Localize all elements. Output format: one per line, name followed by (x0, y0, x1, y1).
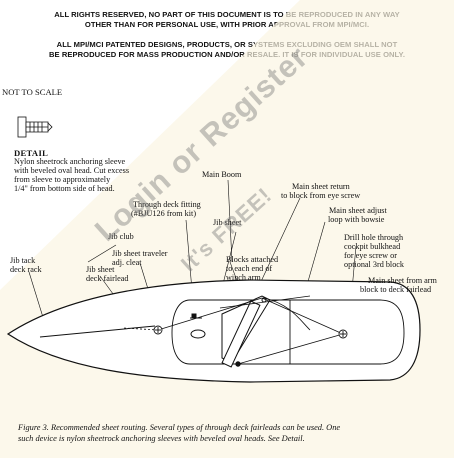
label-blocks-3: winch arm (226, 273, 261, 282)
figure-caption-line1: Figure 3. Recommended sheet routing. Sev… (18, 423, 341, 432)
label-drill-hole-2: cockpit bulkhead (344, 242, 401, 251)
label-through-deck-fitting: Through deck fitting (133, 200, 201, 209)
copyright-notice-line1: ALL RIGHTS RESERVED, NO PART OF THIS DOC… (54, 10, 400, 19)
copyright-notice-line2: OTHER THAN FOR PERSONAL USE, WITH PRIOR … (84, 20, 370, 29)
label-drill-hole-3: for eye screw or (344, 251, 397, 260)
label-drill-hole: Drill hole through (344, 233, 404, 242)
label-main-sheet-from-arm: Main sheet from arm (368, 276, 437, 285)
label-blocks: Blocks attached (226, 255, 279, 264)
anchor-sleeve-detail (17, 116, 53, 138)
label-jib-club: Jib club (108, 232, 134, 241)
label-main-sheet-from-arm-2: block to deck fairlead (360, 285, 432, 294)
label-jib-deck-fairlead-2: deck fairlead (86, 274, 129, 283)
jib-club (39, 313, 206, 339)
detail-text-line: Nylon sheetrock anchoring sleeve (14, 157, 126, 166)
label-main-sheet-adjust-2: loop with bowsie (328, 215, 385, 224)
detail-text-line: with beveled oval head. Cut excess (14, 166, 130, 175)
fairleads (153, 325, 348, 339)
label-main-sheet-return-2: to block from eye screw (281, 191, 361, 200)
label-main-sheet-return: Main sheet return (292, 182, 350, 191)
label-jib-tack-2: deck rack (10, 265, 42, 274)
label-jib-tack: Jib tack (10, 256, 36, 265)
label-blocks-2: to each end of (226, 264, 273, 273)
label-drill-hole-4: optional 3rd block (344, 260, 405, 269)
label-jib-sheet: Jib sheet (213, 218, 242, 227)
patent-notice-line1: ALL MPI/MCI PATENTED DESIGNS, PRODUCTS, … (56, 40, 398, 49)
label-jib-sheet-traveler-2: adj. cleat (112, 258, 142, 267)
patent-notice-line2: BE REPRODUCED FOR MASS PRODUCTION AND/OR… (49, 50, 405, 59)
detail-text-line: from sleeve to approximately (14, 175, 111, 184)
sheet-lines (123, 295, 344, 365)
label-jib-sheet-traveler: Jib sheet traveler (112, 249, 168, 258)
detail-text-line: 1/4" from bottom side of head. (14, 184, 115, 193)
label-main-sheet-adjust: Main sheet adjust (329, 206, 387, 215)
label-jib-deck-fairlead: Jib sheet (86, 265, 115, 274)
figure-caption-line2: such device is nylon sheetrock anchoring… (18, 434, 305, 443)
label-main-boom: Main Boom (202, 170, 242, 179)
detail-title: DETAIL (14, 148, 49, 158)
label-through-deck-part: (#BJU126 from kit) (131, 209, 197, 218)
scale-note: NOT TO SCALE (2, 87, 63, 97)
